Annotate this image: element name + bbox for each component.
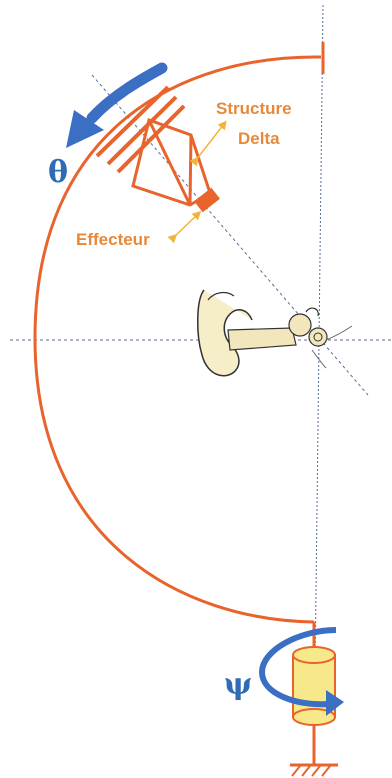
theta-label: θ [48, 155, 68, 190]
structure-label-line2: Delta [238, 129, 280, 148]
effector-pointer-arrow [174, 214, 198, 237]
structure-label-line1: Structure [216, 99, 292, 118]
effector-label: Effecteur [76, 230, 150, 249]
psi-label: ψ [224, 667, 252, 702]
delta-structure [133, 120, 210, 205]
effector-block [194, 188, 220, 213]
structure-pointer-arrow [196, 124, 224, 160]
guide-lines [10, 5, 392, 760]
ear-anatomy-icon [198, 290, 352, 376]
ground-hatch-icon [290, 765, 338, 776]
